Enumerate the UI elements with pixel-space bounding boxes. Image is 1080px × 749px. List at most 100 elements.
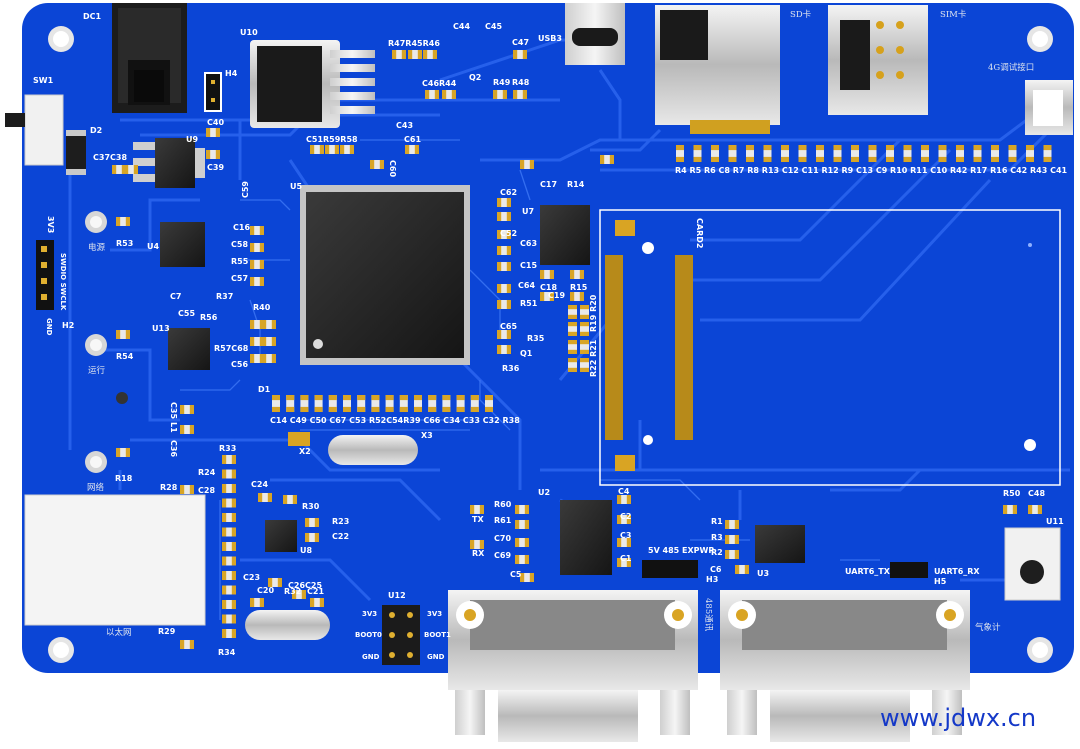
label-c45: C45 — [485, 22, 503, 31]
smd-pad — [728, 145, 737, 151]
label-c4: C4 — [618, 487, 630, 496]
smd-pad — [125, 217, 130, 226]
smd-pad — [580, 349, 589, 354]
smd-pad — [579, 292, 584, 301]
smd-part — [497, 330, 511, 339]
smd-pad — [833, 145, 842, 151]
label-r33: R33 — [219, 444, 237, 453]
smd-pad — [506, 284, 511, 293]
smd-pad — [231, 527, 236, 537]
label-u5: U5 — [290, 182, 303, 191]
smd-pad — [222, 556, 227, 566]
smd-pad — [456, 395, 465, 401]
smd-pad — [328, 406, 337, 412]
smd-pad — [343, 406, 351, 412]
db9-right — [720, 590, 970, 742]
label-c15: C15 — [520, 261, 538, 270]
smd-pad — [506, 345, 511, 354]
smd-pad — [250, 277, 255, 286]
smd-part — [370, 160, 384, 169]
smd-pad — [816, 156, 824, 162]
label-ethernet: 以太网 — [106, 628, 132, 638]
label-c20: C20 — [257, 586, 275, 595]
smd-pad — [903, 156, 912, 162]
smd-pad — [506, 300, 511, 309]
smd-pad — [520, 573, 525, 582]
smd-pad — [262, 320, 267, 329]
label-gnd-h2: GND — [45, 318, 53, 336]
smd-part — [222, 498, 236, 508]
smd-pad — [600, 155, 605, 164]
smd-part — [222, 469, 236, 479]
smd-part — [340, 145, 354, 154]
smd-pad — [125, 448, 130, 457]
smd-pad — [334, 145, 339, 154]
label-bottom-row: C14 C49 C50 C67 C53 R52C54R39 C66 C34 C3… — [270, 416, 520, 425]
smd-pad — [868, 156, 877, 162]
dc-jack — [112, 3, 187, 113]
smd-pad — [300, 406, 309, 412]
smd-pad — [401, 50, 406, 59]
smd-pad — [231, 513, 236, 522]
smd-part — [515, 555, 529, 564]
label-c43: C43 — [396, 121, 414, 130]
smd-pad — [626, 558, 631, 567]
label-c61: C61 — [404, 135, 422, 144]
label-c36: C36 — [169, 440, 178, 458]
smd-pad — [305, 533, 310, 542]
label-rs485: 485通讯 — [703, 598, 713, 632]
smd-pad — [222, 571, 227, 580]
smd-pad — [262, 337, 267, 346]
u11-button — [1004, 527, 1061, 601]
smd-pad — [529, 573, 534, 582]
smd-pad — [189, 405, 194, 414]
label-c48: C48 — [1028, 489, 1046, 498]
smd-part — [262, 320, 276, 329]
label-r30: R30 — [302, 502, 320, 511]
smd-part — [711, 145, 719, 162]
u10-regulator — [250, 40, 375, 128]
smd-part — [973, 145, 982, 162]
label-c5: C5 — [510, 570, 522, 579]
smd-pad — [286, 406, 295, 412]
label-r18: R18 — [115, 474, 133, 483]
smd-pad — [442, 90, 447, 99]
smd-pad — [259, 598, 264, 607]
smd-part — [116, 448, 130, 457]
smd-pad — [180, 640, 185, 649]
smd-part — [570, 292, 584, 301]
smd-pad — [271, 337, 276, 346]
label-c6: C6 — [710, 565, 722, 574]
smd-pad — [301, 590, 306, 599]
smd-pad — [414, 395, 422, 401]
smd-pad — [497, 262, 502, 271]
u9 — [133, 138, 205, 188]
smd-part — [725, 520, 739, 529]
smd-pad — [626, 515, 631, 524]
smd-pad — [1026, 145, 1034, 151]
smd-pad — [328, 395, 337, 401]
smd-pad — [568, 322, 577, 327]
sd-slot — [655, 5, 780, 134]
smd-pad — [310, 598, 315, 607]
smd-part — [405, 145, 419, 154]
smd-part — [617, 538, 631, 547]
label-r55: R55 — [231, 257, 249, 266]
label-gnd-right: GND — [427, 653, 445, 661]
smd-part — [286, 395, 295, 412]
smd-pad — [580, 322, 589, 327]
label-u8: U8 — [300, 546, 313, 555]
smd-pad — [189, 425, 194, 434]
smd-part — [1043, 145, 1052, 162]
label-rx: RX — [472, 549, 485, 558]
smd-pad — [728, 156, 737, 162]
label-h2: H2 — [62, 321, 75, 330]
label-r34: R34 — [218, 648, 236, 657]
smd-pad — [250, 337, 255, 346]
smd-pad — [370, 160, 375, 169]
smd-pad — [215, 128, 220, 137]
label-c63: C63 — [520, 239, 538, 248]
smd-pad — [580, 305, 589, 310]
smd-pad — [222, 527, 227, 537]
smd-part — [513, 90, 527, 99]
